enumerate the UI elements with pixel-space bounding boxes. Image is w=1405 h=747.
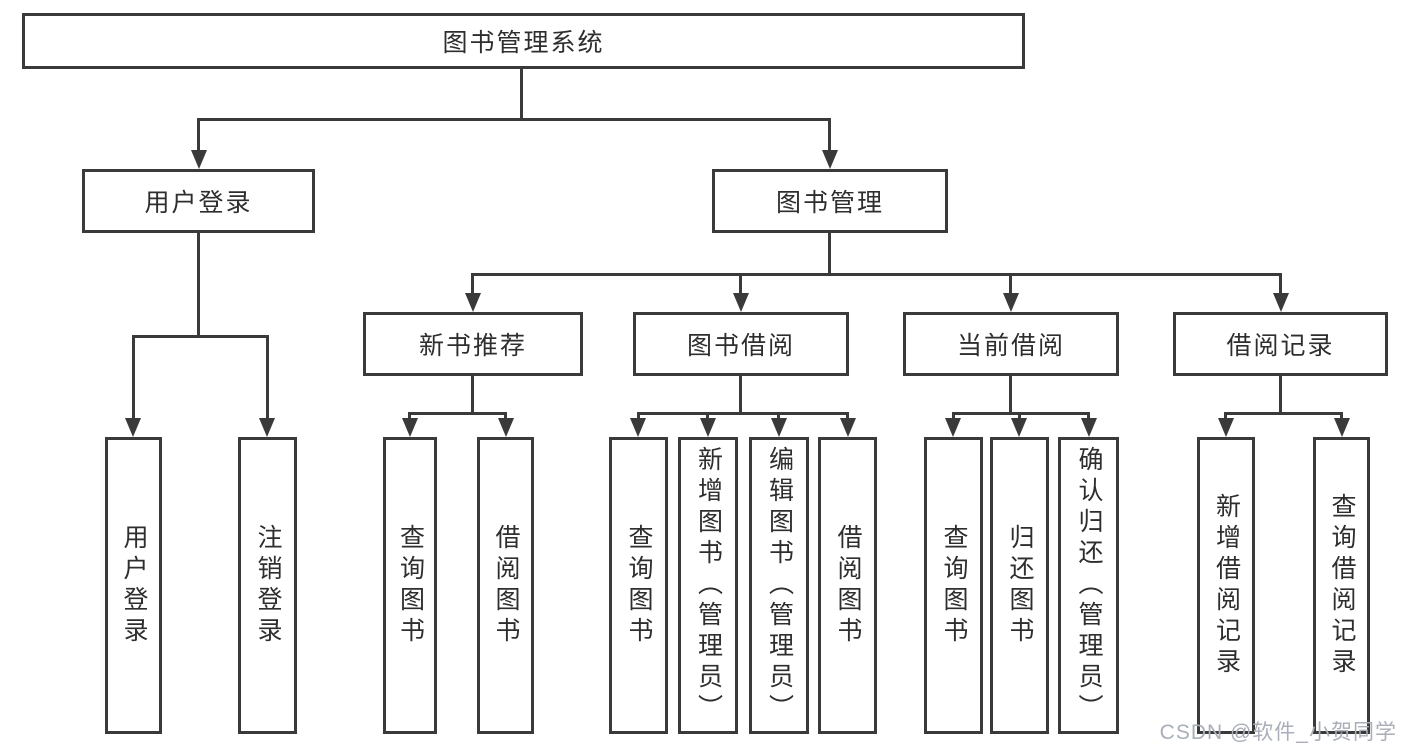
leaf-query-books-recommend: 查询图书 bbox=[383, 437, 437, 734]
arrow-down-icon bbox=[822, 150, 838, 169]
arrow-down-icon bbox=[259, 418, 275, 437]
connector-line bbox=[504, 412, 507, 421]
connector-line bbox=[1340, 412, 1343, 421]
leaf-borrow-books-recommend: 借阅图书 bbox=[477, 437, 534, 734]
connector-line bbox=[132, 335, 269, 338]
arrow-down-icon bbox=[1011, 418, 1027, 437]
connector-line bbox=[637, 412, 640, 421]
connector-line bbox=[197, 118, 831, 121]
connector-line bbox=[1279, 376, 1282, 415]
leaf-add-book-admin: 新增图书（管理员） bbox=[678, 437, 738, 734]
node-book-borrowing: 图书借阅 bbox=[633, 312, 849, 376]
connector-line bbox=[266, 335, 269, 421]
connector-line bbox=[952, 412, 955, 421]
node-new-book-recommendation: 新书推荐 bbox=[363, 312, 583, 376]
connector-line bbox=[471, 273, 1282, 276]
arrow-down-icon bbox=[700, 418, 716, 437]
connector-line bbox=[520, 69, 523, 121]
leaf-borrow-books: 借阅图书 bbox=[818, 437, 877, 734]
node-user-login: 用户登录 bbox=[82, 169, 315, 233]
connector-line bbox=[637, 412, 849, 415]
connector-line bbox=[471, 273, 474, 296]
leaf-user-login: 用户登录 bbox=[105, 437, 162, 734]
arrow-down-icon bbox=[1081, 418, 1097, 437]
arrow-down-icon bbox=[840, 418, 856, 437]
arrow-down-icon bbox=[630, 418, 646, 437]
connector-line bbox=[1279, 273, 1282, 296]
node-book-management: 图书管理 bbox=[712, 169, 948, 233]
watermark: CSDN @软件_小贺同学 bbox=[1159, 721, 1397, 744]
connector-line bbox=[408, 412, 411, 421]
leaf-query-books-borrowing: 查询图书 bbox=[609, 437, 668, 734]
arrow-down-icon bbox=[1334, 418, 1350, 437]
connector-line bbox=[777, 412, 780, 421]
connector-line bbox=[1009, 376, 1012, 415]
arrow-down-icon bbox=[1218, 418, 1234, 437]
arrow-down-icon bbox=[945, 418, 961, 437]
arrow-down-icon bbox=[498, 418, 514, 437]
arrow-down-icon bbox=[125, 418, 141, 437]
node-library-system: 图书管理系统 bbox=[22, 13, 1025, 69]
connector-line bbox=[132, 335, 135, 421]
connector-line bbox=[197, 233, 200, 338]
leaf-confirm-return-admin: 确认归还（管理员） bbox=[1058, 437, 1119, 734]
leaf-return-book: 归还图书 bbox=[990, 437, 1049, 734]
arrow-down-icon bbox=[465, 293, 481, 312]
leaf-logout: 注销登录 bbox=[238, 437, 297, 734]
connector-line bbox=[706, 412, 709, 421]
arrow-down-icon bbox=[733, 293, 749, 312]
connector-line bbox=[1224, 412, 1343, 415]
node-current-borrowing: 当前借阅 bbox=[903, 312, 1119, 376]
connector-line bbox=[828, 118, 831, 154]
arrow-down-icon bbox=[402, 418, 418, 437]
connector-line bbox=[1018, 412, 1021, 421]
connector-line bbox=[846, 412, 849, 421]
connector-line bbox=[828, 233, 831, 276]
arrow-down-icon bbox=[771, 418, 787, 437]
connector-line bbox=[1009, 273, 1012, 296]
leaf-edit-book-admin: 编辑图书（管理员） bbox=[749, 437, 809, 734]
connector-line bbox=[952, 412, 1090, 415]
node-borrowing-records: 借阅记录 bbox=[1173, 312, 1388, 376]
connector-line bbox=[471, 376, 474, 415]
leaf-query-books-current: 查询图书 bbox=[924, 437, 983, 734]
connector-line bbox=[739, 376, 742, 415]
connector-line bbox=[408, 412, 507, 415]
leaf-query-borrow-record: 查询借阅记录 bbox=[1313, 437, 1370, 734]
connector-line bbox=[1224, 412, 1227, 421]
connector-line bbox=[1087, 412, 1090, 421]
leaf-add-borrow-record: 新增借阅记录 bbox=[1197, 437, 1255, 734]
connector-line bbox=[739, 273, 742, 296]
arrow-down-icon bbox=[1273, 293, 1289, 312]
arrow-down-icon bbox=[1003, 293, 1019, 312]
connector-line bbox=[197, 118, 200, 154]
arrow-down-icon bbox=[191, 150, 207, 169]
